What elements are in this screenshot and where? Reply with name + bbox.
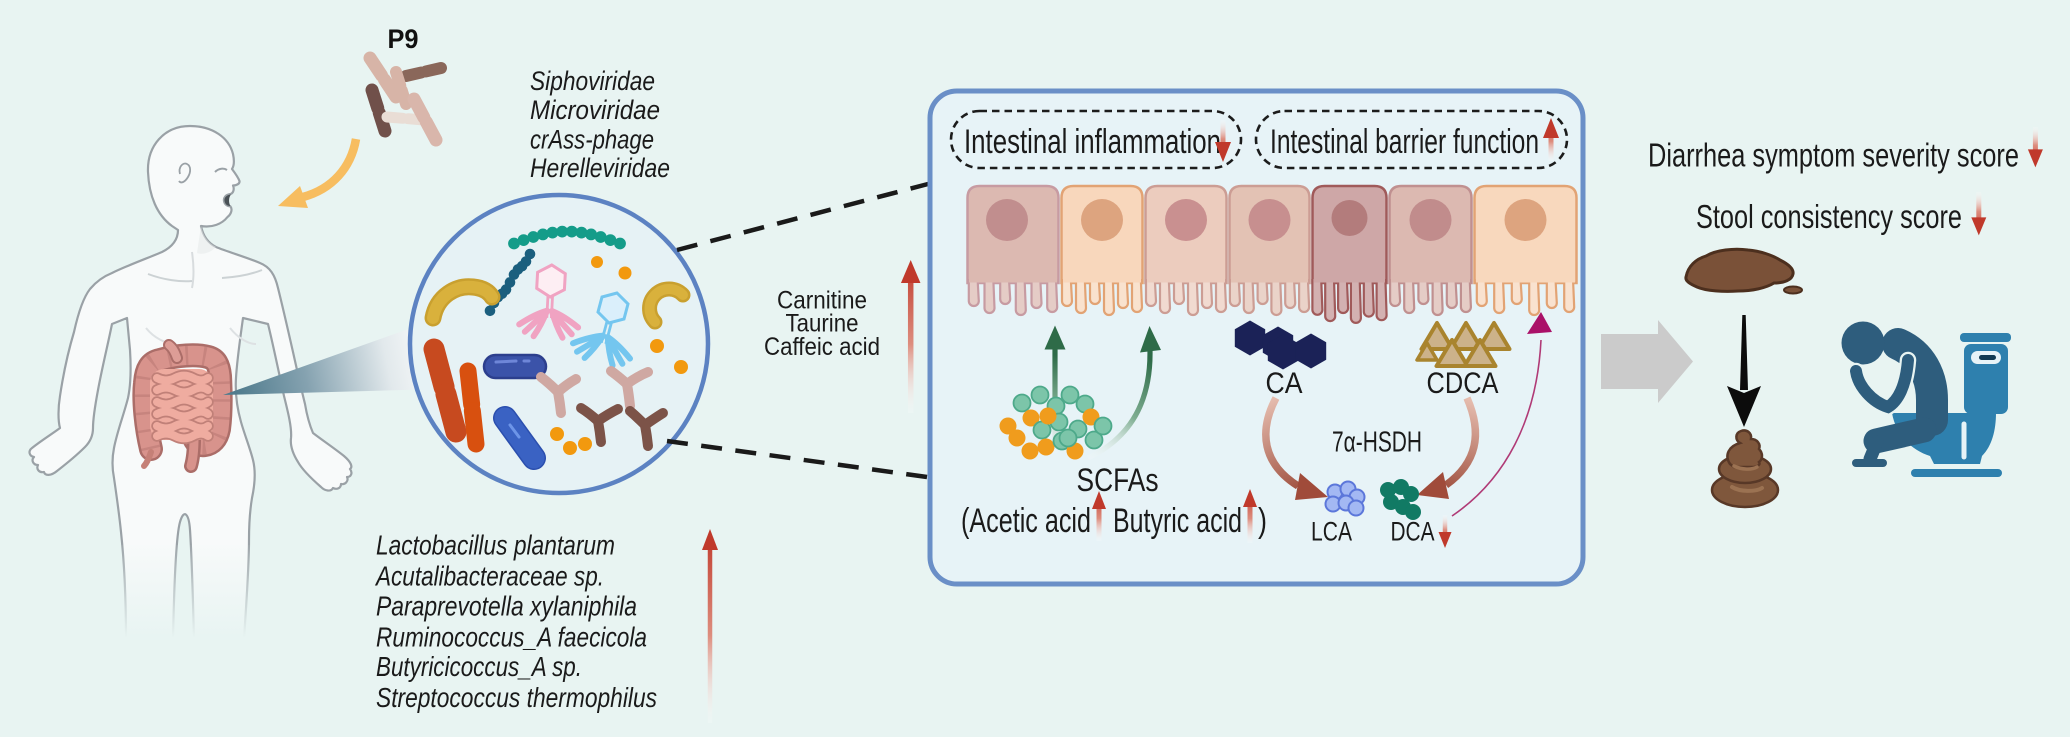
svg-text:Acutalibacteraceae sp.: Acutalibacteraceae sp. bbox=[374, 560, 604, 591]
svg-text:Carnitine: Carnitine bbox=[777, 286, 867, 314]
svg-text:Ruminococcus_A faecicola: Ruminococcus_A faecicola bbox=[376, 622, 647, 653]
svg-text:CA: CA bbox=[1266, 367, 1303, 400]
svg-text:(Acetic acid: (Acetic acid bbox=[961, 502, 1091, 540]
svg-text:Paraprevotella xylaniphila: Paraprevotella xylaniphila bbox=[376, 591, 637, 622]
svg-text:DCA: DCA bbox=[1391, 517, 1435, 547]
svg-text:Intestinal barrier function: Intestinal barrier function bbox=[1270, 123, 1539, 161]
svg-text:Caffeic acid: Caffeic acid bbox=[764, 333, 880, 361]
svg-text:SCFAs: SCFAs bbox=[1077, 462, 1159, 498]
svg-text:LCA: LCA bbox=[1311, 517, 1352, 547]
svg-text:Intestinal inflammation: Intestinal inflammation bbox=[964, 123, 1221, 161]
svg-text:P9: P9 bbox=[388, 24, 419, 54]
svg-text:Taurine: Taurine bbox=[786, 310, 859, 338]
svg-text:Microviridae: Microviridae bbox=[530, 95, 660, 125]
svg-text:7α-HSDH: 7α-HSDH bbox=[1332, 427, 1422, 459]
svg-text:crAss-phage: crAss-phage bbox=[530, 124, 654, 154]
svg-text:Siphoviridae: Siphoviridae bbox=[530, 66, 655, 96]
svg-text:Diarrhea symptom severity scor: Diarrhea symptom severity score bbox=[1648, 137, 2019, 174]
svg-text:Lactobacillus plantarum: Lactobacillus plantarum bbox=[376, 530, 615, 561]
svg-text:Streptococcus thermophilus: Streptococcus thermophilus bbox=[376, 682, 657, 713]
svg-text:Stool consistency score: Stool consistency score bbox=[1696, 198, 1962, 235]
svg-text:CDCA: CDCA bbox=[1427, 367, 1499, 400]
svg-text:): ) bbox=[1258, 502, 1267, 540]
svg-text:Butyricicoccus_A sp.: Butyricicoccus_A sp. bbox=[376, 651, 582, 682]
svg-text:Herelleviridae: Herelleviridae bbox=[530, 153, 670, 183]
svg-text:Butyric acid: Butyric acid bbox=[1113, 502, 1242, 540]
